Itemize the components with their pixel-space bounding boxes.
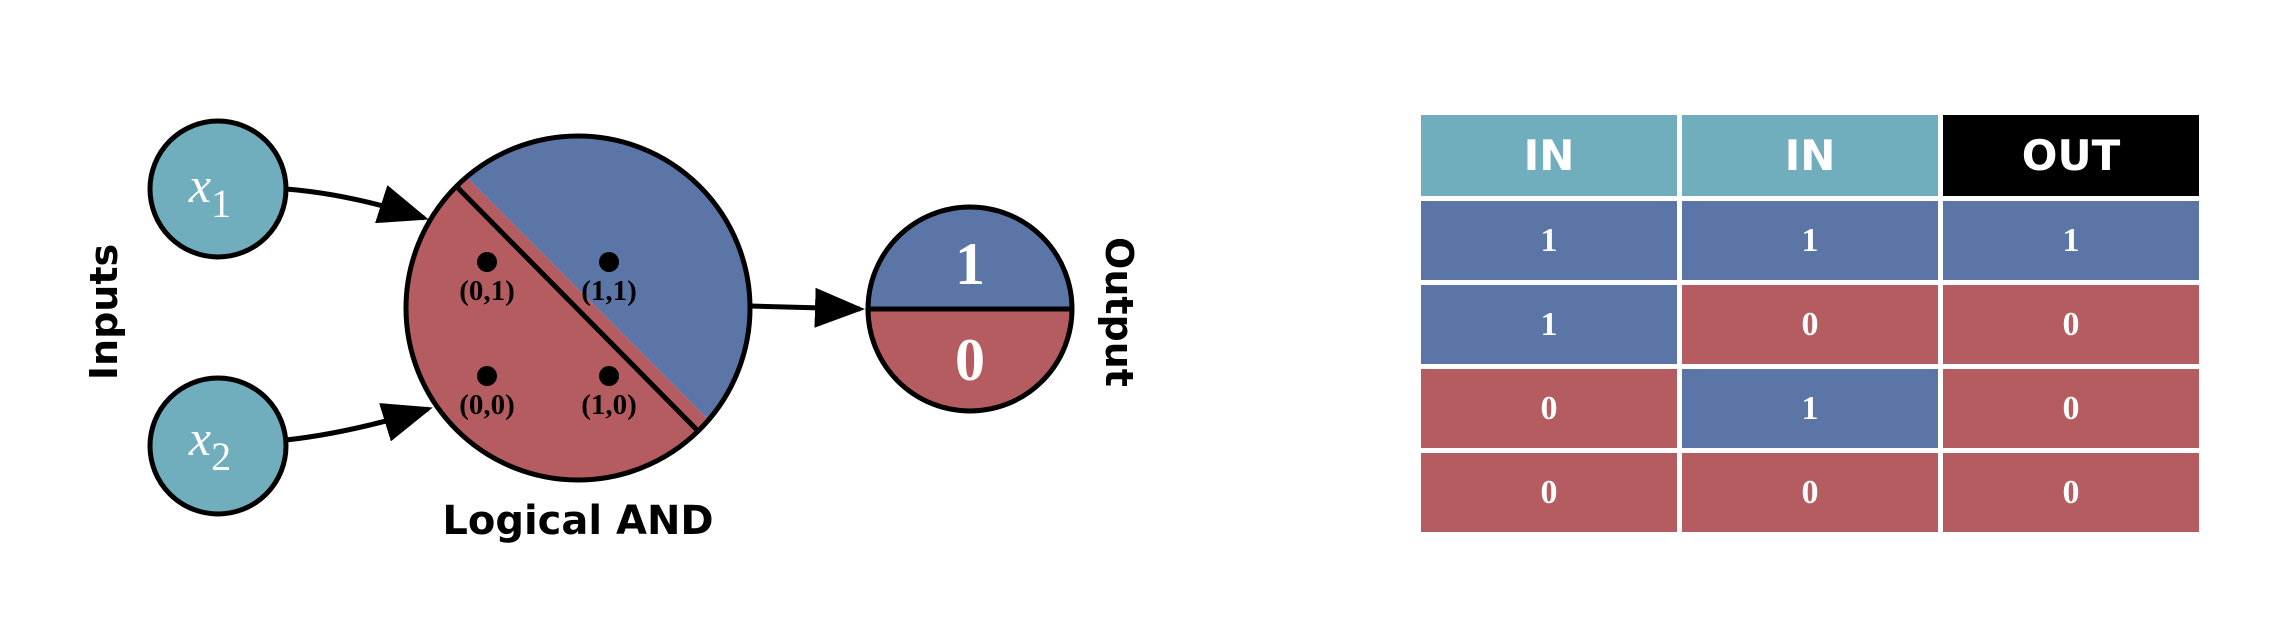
table-row: 1 1 1 — [1421, 201, 2199, 280]
svg-text:x2: x2 — [188, 410, 231, 479]
table-row: 0 1 0 — [1421, 369, 2199, 448]
table-cell: 0 — [1421, 369, 1677, 448]
input-var-x1: x — [188, 157, 211, 213]
output-label: Output — [1097, 237, 1141, 387]
table-cell: 0 — [1421, 453, 1677, 532]
table-cell: 0 — [1682, 285, 1938, 364]
table-cell: 1 — [1943, 201, 2199, 280]
table-cell: 0 — [1682, 453, 1938, 532]
perceptron-label: Logical AND — [442, 498, 713, 544]
header-out: OUT — [1943, 115, 2199, 196]
decision-boundary — [454, 184, 699, 432]
truth-table-header-row: IN IN OUT — [1421, 115, 2199, 196]
point-label-00: (0,0) — [459, 389, 515, 421]
point-marker-11 — [599, 252, 619, 272]
point-marker-10 — [599, 366, 619, 386]
header-in-1: IN — [1421, 115, 1677, 196]
point-marker-01 — [477, 252, 497, 272]
point-label-01: (0,1) — [459, 275, 515, 307]
arrow-x2-to-perceptron — [285, 403, 433, 443]
table-row: 1 0 0 — [1421, 285, 2199, 364]
output-node: 1 0 — [865, 204, 1075, 414]
output-value-true: 1 — [955, 231, 985, 297]
point-marker-00 — [477, 366, 497, 386]
table-cell: 1 — [1421, 201, 1677, 280]
point-label-10: (1,0) — [581, 389, 637, 421]
perceptron-diagram: Inputs x1 x2 (0,1) (1,1) (0,0) (1,0) Log… — [82, 118, 1141, 544]
table-cell: 1 — [1682, 201, 1938, 280]
svg-text:x1: x1 — [188, 157, 231, 226]
table-cell: 0 — [1943, 369, 2199, 448]
table-row: 0 0 0 — [1421, 453, 2199, 532]
table-cell: 0 — [1943, 453, 2199, 532]
table-cell: 0 — [1943, 285, 2199, 364]
point-label-11: (1,1) — [581, 275, 637, 307]
input-node-x2: x2 — [147, 375, 289, 517]
table-cell: 1 — [1682, 369, 1938, 448]
input-var-x2: x — [188, 410, 211, 466]
arrow-x1-to-perceptron — [285, 185, 429, 224]
arrow-perceptron-to-output — [749, 287, 865, 328]
truth-table: IN IN OUT 1 1 1 1 0 0 0 1 0 0 0 0 — [1416, 110, 2204, 537]
output-value-false: 0 — [955, 327, 985, 393]
input-sub-x2: 2 — [211, 434, 231, 479]
input-node-x1: x1 — [147, 118, 289, 260]
input-sub-x1: 1 — [211, 181, 231, 226]
inputs-label: Inputs — [82, 244, 126, 380]
table-cell: 1 — [1421, 285, 1677, 364]
header-in-2: IN — [1682, 115, 1938, 196]
